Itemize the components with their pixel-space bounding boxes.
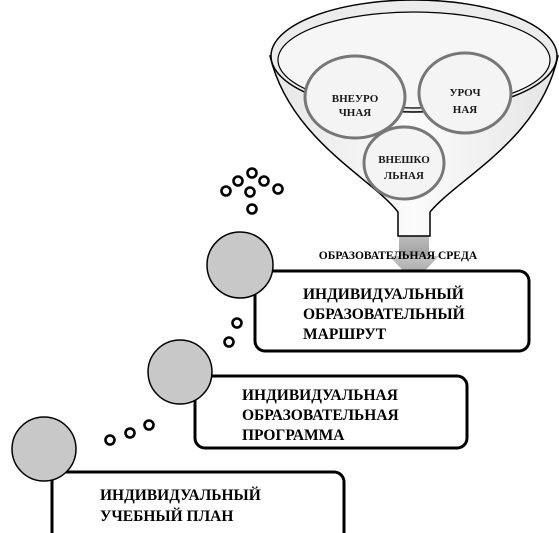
step-program-label-3: ПРОГРАММА <box>242 427 345 444</box>
step-route-label-1: ИНДИВИДУАЛЬНЫЙ <box>303 286 464 303</box>
dots-lower <box>104 419 155 446</box>
step-route-label-2: ОБРАЗОВАТЕЛЬНЫЙ <box>303 306 465 323</box>
circle-bottom-label-2: ЛЬНАЯ <box>384 170 424 182</box>
step-plan-circle <box>11 416 77 482</box>
dots-upper <box>223 317 243 348</box>
step-program: ИНДИВИДУАЛЬНАЯ ОБРАЗОВАТЕЛЬНАЯ ПРОГРАММА <box>147 339 469 450</box>
step-route-box <box>253 269 531 353</box>
step-program-box <box>193 374 469 450</box>
dot-cluster <box>220 167 284 215</box>
funnel: ВНЕУРО ЧНАЯ УРОЧ НАЯ ВНЕШКО ЛЬНАЯ <box>269 0 559 237</box>
circle-right-label-1: УРОЧ <box>449 87 480 99</box>
circle-lesson <box>417 51 513 135</box>
step-program-label-1: ИНДИВИДУАЛЬНАЯ <box>242 387 398 404</box>
circle-right-label-2: НАЯ <box>453 104 478 116</box>
circle-out-of-school <box>362 125 446 201</box>
step-route-label-3: МАРШРУТ <box>303 326 387 343</box>
step-plan-label-2: УЧЕБНЫЙ ПЛАН <box>100 508 233 525</box>
environment-label: ОБРАЗОВАТЕЛЬНАЯ СРЕДА <box>319 250 478 262</box>
step-plan: ИНДИВИДУАЛЬНЫЙ УЧЕБНЫЙ ПЛАН <box>11 416 346 533</box>
step-plan-box <box>50 470 346 533</box>
step-program-circle <box>147 339 213 405</box>
circle-extracurricular <box>303 54 407 140</box>
circle-bottom-label-1: ВНЕШКО <box>378 154 430 166</box>
step-program-label-2: ОБРАЗОВАТЕЛЬНАЯ <box>242 407 399 424</box>
circle-left-label-2: ЧНАЯ <box>339 107 372 119</box>
step-plan-label-1: ИНДИВИДУАЛЬНЫЙ <box>100 487 261 504</box>
step-route: ИНДИВИДУАЛЬНЫЙ ОБРАЗОВАТЕЛЬНЫЙ МАРШРУТ <box>206 231 531 353</box>
circle-left-label-1: ВНЕУРО <box>332 93 379 105</box>
step-route-circle <box>206 231 274 299</box>
